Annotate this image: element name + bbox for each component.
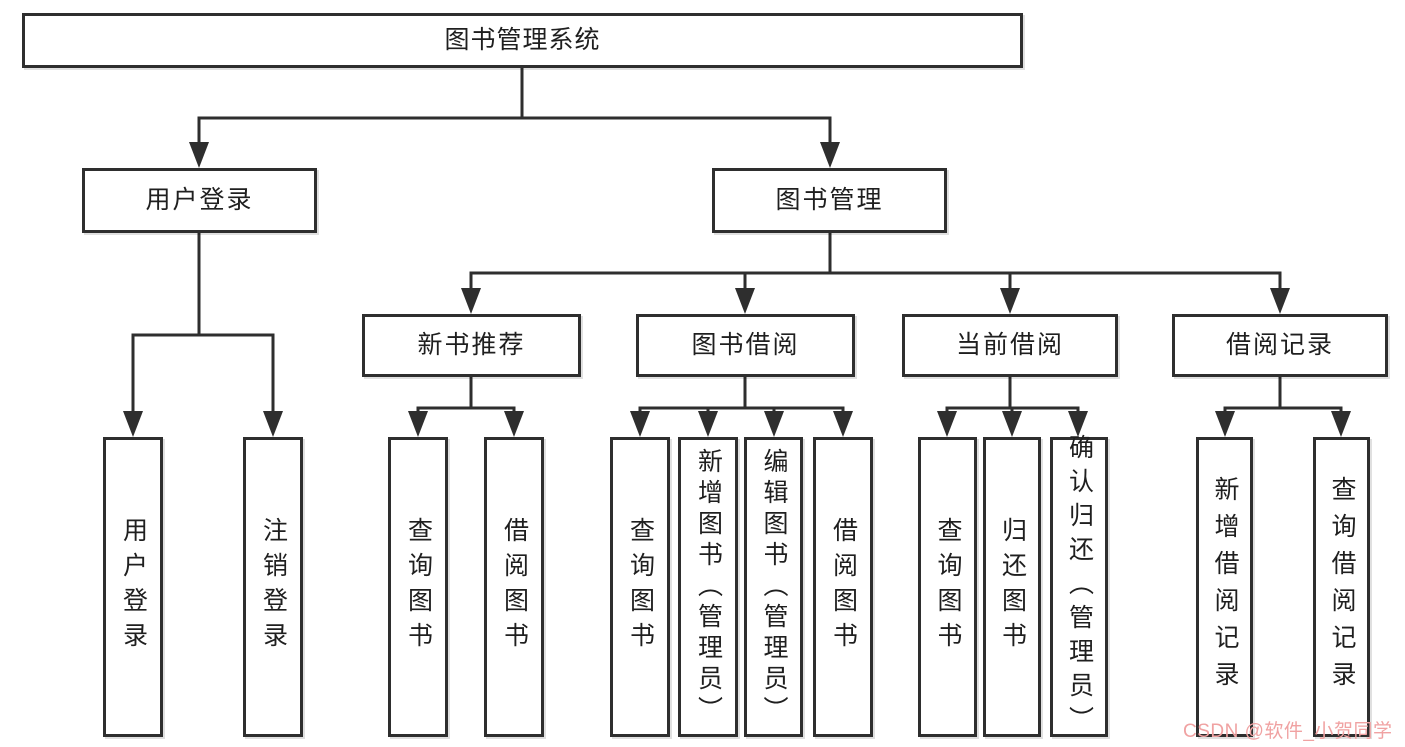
leaf-borrow-query-books-label: 查询图书 <box>626 517 655 657</box>
leaf-current-confirm-return-admin-label: 确认归还（管理员） <box>1065 434 1094 740</box>
connector-borrow-records-to-leaves <box>1215 377 1351 437</box>
leaf-borrow-query-books: 查询图书 <box>610 437 670 737</box>
leaf-user-login-label: 用户登录 <box>119 517 148 657</box>
node-borrow-records: 借阅记录 <box>1172 314 1388 377</box>
node-new-book-recommend: 新书推荐 <box>362 314 581 377</box>
leaf-borrow-edit-books-admin-label: 编辑图书（管理员） <box>760 447 788 727</box>
connector-current-borrow-to-leaves <box>937 377 1088 437</box>
node-system-root-label: 图书管理系统 <box>444 26 601 54</box>
node-user-login: 用户登录 <box>82 168 317 233</box>
leaf-current-query-books-label: 查询图书 <box>934 517 962 657</box>
leaf-newbooks-query-books: 查询图书 <box>388 437 448 737</box>
node-new-book-recommend-label: 新书推荐 <box>417 331 526 359</box>
connector-new-book-recommend-to-leaves <box>408 377 524 437</box>
leaf-newbooks-borrow-books-label: 借阅图书 <box>500 517 529 657</box>
node-book-management-label: 图书管理 <box>775 186 884 214</box>
leaf-records-query-record: 查询借阅记录 <box>1313 437 1370 737</box>
connector-book-management-to-level3 <box>461 233 1290 314</box>
leaf-records-add-record-label: 新增借阅记录 <box>1211 476 1239 698</box>
leaf-records-add-record: 新增借阅记录 <box>1196 437 1253 737</box>
node-borrow-records-label: 借阅记录 <box>1225 331 1334 359</box>
leaf-current-confirm-return-admin: 确认归还（管理员） <box>1050 434 1108 740</box>
node-book-borrow-label: 图书借阅 <box>691 331 800 359</box>
leaf-newbooks-borrow-books: 借阅图书 <box>484 437 544 737</box>
connector-user-login-to-leaves <box>123 233 283 437</box>
node-current-borrow-label: 当前借阅 <box>955 331 1064 359</box>
leaf-newbooks-query-books-label: 查询图书 <box>404 517 433 657</box>
connector-root-to-level2 <box>189 68 840 168</box>
connector-book-borrow-to-leaves <box>630 377 853 437</box>
leaf-logout-login: 注销登录 <box>243 437 303 737</box>
node-user-login-label: 用户登录 <box>145 186 254 214</box>
leaf-logout-login-label: 注销登录 <box>259 517 288 657</box>
leaf-current-query-books: 查询图书 <box>918 437 977 737</box>
watermark: CSDN @软件_小贺同学 <box>1183 721 1393 742</box>
leaf-records-query-record-label: 查询借阅记录 <box>1328 476 1356 698</box>
leaf-borrow-edit-books-admin: 编辑图书（管理员） <box>744 437 803 737</box>
node-book-management: 图书管理 <box>712 168 947 233</box>
leaf-user-login: 用户登录 <box>103 437 163 737</box>
leaf-current-return-books: 归还图书 <box>983 437 1041 737</box>
node-book-borrow: 图书借阅 <box>636 314 855 377</box>
node-system-root: 图书管理系统 <box>22 13 1023 68</box>
node-current-borrow: 当前借阅 <box>902 314 1118 377</box>
leaf-borrow-borrow-books-label: 借阅图书 <box>829 517 858 657</box>
leaf-borrow-add-books-admin-label: 新增图书（管理员） <box>694 447 723 727</box>
leaf-borrow-add-books-admin: 新增图书（管理员） <box>678 437 738 737</box>
leaf-current-return-books-label: 归还图书 <box>998 517 1027 657</box>
leaf-borrow-borrow-books: 借阅图书 <box>813 437 873 737</box>
